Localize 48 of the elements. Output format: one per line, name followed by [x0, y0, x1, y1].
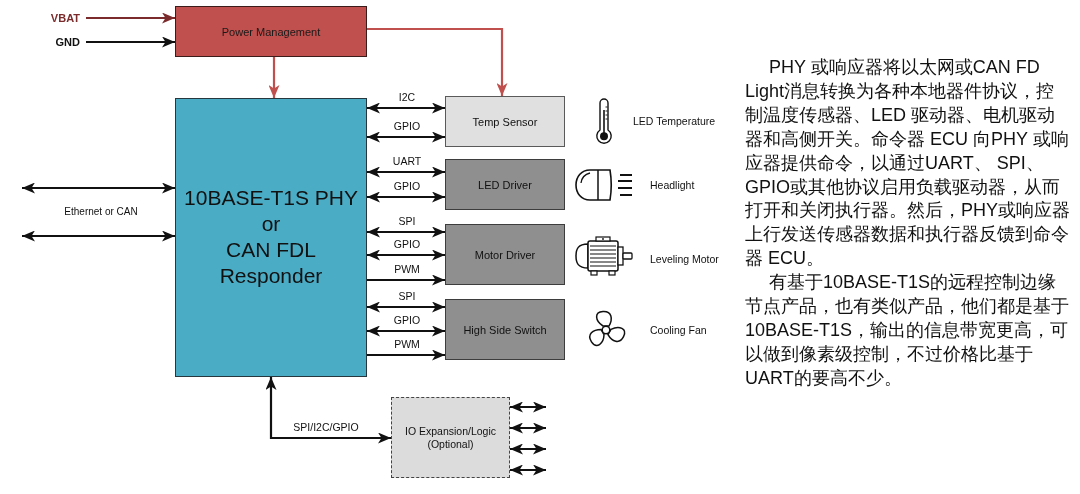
paragraph: 有基于10BASE-T1S的远程控制边缘节点产品，也有类似产品，他们都是基于10BASE-T1S，输出的信息带宽更高，可以做到像素级控制，不过价格比基于UART的要高不少。	[745, 271, 1070, 390]
arrow	[367, 27, 508, 96]
arrow	[367, 274, 445, 286]
edge-label: SPI	[396, 215, 418, 227]
edge-label: GPIO	[391, 238, 423, 250]
arrow	[367, 191, 445, 203]
arrow	[22, 230, 175, 242]
device-box: Motor Driver	[445, 224, 565, 285]
load-label: Leveling Motor	[650, 253, 719, 265]
load-label: Cooling Fan	[650, 324, 707, 336]
arrow	[367, 301, 445, 313]
arrow	[86, 36, 175, 48]
arrow	[265, 377, 391, 444]
edge-label: SPI/I2C/GPIO	[291, 421, 361, 433]
expansion-box: IO Expansion/Logic (Optional)	[391, 397, 510, 478]
device-box: Temp Sensor	[445, 96, 565, 147]
arrow	[367, 226, 445, 238]
edge-label: GPIO	[391, 314, 423, 326]
arrow	[510, 464, 546, 476]
edge-label: SPI	[396, 290, 418, 302]
device-box: LED Driver	[445, 159, 565, 210]
edge-label: GPIO	[391, 180, 423, 192]
pin-label: GND	[30, 34, 86, 50]
edge-label: GPIO	[391, 120, 423, 132]
paragraph: PHY 或响应器将以太网或CAN FD Light消息转换为各种本地器件协议，控制温度传感器、LED 驱动器、电机驱动器和高侧开关。命令器 ECU 向PHY 或响应器提供命令，以通过UART、 SPI、GPIO或其他协议启用负载驱动器，从而打开和关闭执行器。然后，PHY或响应器上行发送传感器数据和执行器反馈到命令器 ECU。	[745, 56, 1071, 271]
arrow	[367, 102, 445, 114]
arrow	[510, 422, 546, 434]
arrow	[86, 12, 175, 24]
power-box: Power Management	[175, 6, 367, 57]
edge-label: PWM	[392, 338, 422, 350]
pin-label: VBAT	[30, 10, 86, 26]
arrow	[510, 401, 546, 413]
arrow	[367, 131, 445, 143]
bus-label: Ethernet or CAN	[64, 206, 138, 218]
load-label: Headlight	[650, 179, 695, 191]
arrow	[367, 166, 445, 178]
arrow	[367, 349, 445, 361]
arrow	[510, 443, 546, 455]
edge-label: UART	[390, 155, 424, 167]
edge-label: PWM	[392, 263, 422, 275]
phy-box: 10BASE-T1S PHY or CAN FDL Responder	[175, 98, 367, 377]
edge-label: I2C	[396, 91, 418, 103]
arrow	[22, 182, 175, 194]
arrow	[367, 325, 445, 337]
load-label: LED Temperature	[633, 115, 716, 127]
device-box: High Side Switch	[445, 299, 565, 360]
arrow	[268, 57, 280, 98]
arrow	[367, 249, 445, 261]
